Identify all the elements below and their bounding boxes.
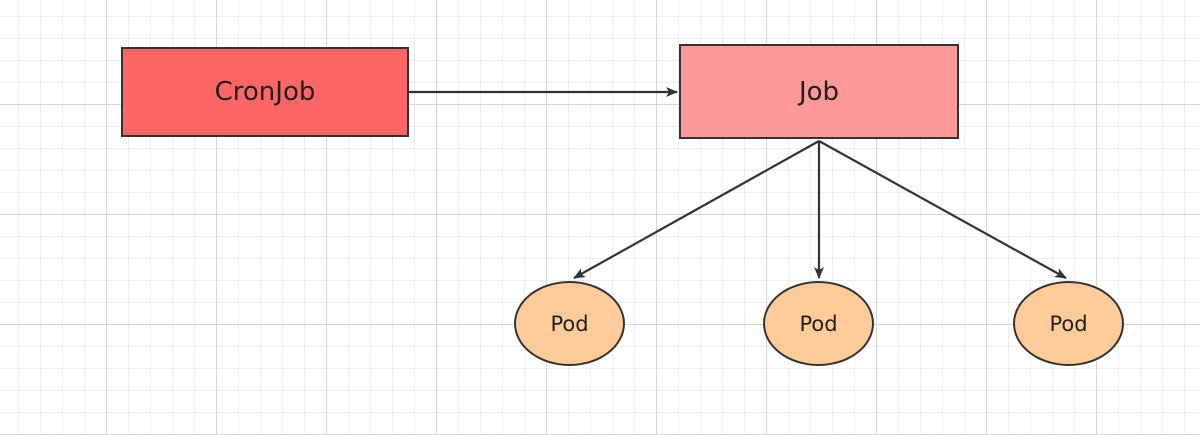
node-pod-1[interactable]: Pod bbox=[514, 281, 625, 366]
node-job[interactable]: Job bbox=[679, 44, 959, 139]
node-pod-3-label: Pod bbox=[1049, 311, 1088, 336]
node-pod-2-label: Pod bbox=[799, 311, 838, 336]
node-pod-3[interactable]: Pod bbox=[1013, 281, 1124, 366]
node-pod-1-label: Pod bbox=[550, 311, 589, 336]
edge-job-to-pod-3 bbox=[818, 140, 1067, 279]
node-pod-2[interactable]: Pod bbox=[763, 281, 874, 366]
node-cronjob-label: CronJob bbox=[214, 77, 316, 107]
edge-job-to-pod-1 bbox=[573, 140, 820, 279]
node-job-label: Job bbox=[798, 76, 840, 107]
node-cronjob[interactable]: CronJob bbox=[121, 47, 409, 137]
